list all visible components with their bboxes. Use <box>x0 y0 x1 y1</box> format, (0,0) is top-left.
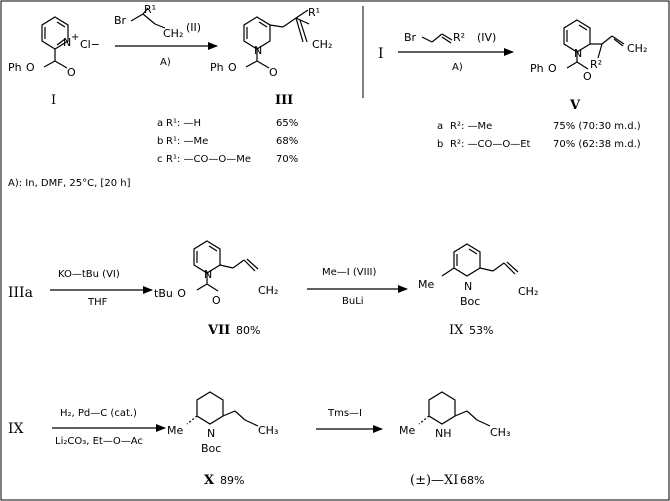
reagent-iv-br: Br <box>404 31 417 44</box>
compound-x-structure <box>186 391 259 427</box>
compound-i-charge: + <box>71 32 79 43</box>
reagent-ii-ch2: CH₂ <box>163 27 183 40</box>
compound-v-r2: R² <box>590 58 602 71</box>
substituent-table-v: a R²: —Me 75% (70:30 m.d.) b R²: —CO—O—E… <box>437 121 641 150</box>
reagent-ii-r1: R¹ <box>144 3 156 16</box>
reagent-iv-structure <box>421 33 453 44</box>
reagent-ii-br: Br <box>114 14 127 27</box>
arrow-i-to-iii-condition: A) <box>160 57 171 68</box>
substituent-table-iii: a R¹: —H 65% b R¹: —Me 68% c R¹: —CO—O—M… <box>157 118 298 165</box>
compound-i-label: I <box>51 93 56 108</box>
compound-ix-label: IX <box>449 323 464 338</box>
compound-i-nitrogen: N <box>63 36 71 49</box>
compound-x-yield: 89% <box>220 474 244 487</box>
compound-x-methyl: Me <box>167 424 183 437</box>
sub-iii-a-group: R¹: —H <box>166 118 201 129</box>
compound-xi-nh: NH <box>435 427 452 440</box>
arrow-iiia-to-vii-above: KO—tBu (VI) <box>58 269 120 280</box>
sub-v-a-key: a <box>437 121 443 132</box>
arrow-ix-to-x-below: Li₂CO₃, Et—O—Ac <box>55 436 143 447</box>
arrow-ix-to-x-above: H₂, Pd—C (cat.) <box>60 408 137 419</box>
compound-iii-label: III <box>275 93 293 108</box>
compound-x-nitrogen: N <box>207 427 215 440</box>
compound-x-label: X <box>204 473 215 488</box>
compound-ix-nitrogen: N <box>464 280 472 293</box>
compound-v-label: V <box>569 98 581 113</box>
compound-i-structure <box>41 16 69 69</box>
row3-start-label: IX <box>8 421 24 437</box>
sub-iii-b-yield: 68% <box>276 136 298 147</box>
reagent-iv-r2: R² <box>453 31 465 44</box>
arrow-vii-to-ix-above: Me—I (VIII) <box>322 267 376 278</box>
compound-i-ester: Ph O <box>8 61 35 74</box>
row2-start-label: IIIa <box>8 285 33 301</box>
compound-v-ch2: CH₂ <box>627 42 647 55</box>
compound-iii-nitrogen: N <box>254 44 262 57</box>
sub-iii-a-key: a <box>157 118 163 129</box>
compound-vii-carbonyl-o: O <box>212 294 221 307</box>
compound-v-structure <box>563 19 625 70</box>
compound-iii-ester: Ph O <box>210 61 237 74</box>
start-b-label: I <box>378 46 384 62</box>
sub-v-a-yield: 75% (70:30 m.d.) <box>553 121 641 132</box>
sub-iii-b-key: b <box>157 136 163 147</box>
compound-v-nitrogen: N <box>574 47 582 60</box>
sub-iii-b-group: R¹: —Me <box>166 136 208 147</box>
compound-vii-nitrogen: N <box>204 268 212 281</box>
compound-ix-ch2: CH₂ <box>518 285 538 298</box>
sub-iii-c-group: R¹: —CO—O—Me <box>166 154 251 165</box>
compound-x-ch3: CH₃ <box>258 424 278 437</box>
sub-iii-c-key: c <box>157 154 163 165</box>
compound-i-chloride: Cl− <box>80 38 100 51</box>
sub-iii-c-yield: 70% <box>276 154 298 165</box>
compound-iii-structure <box>243 9 310 69</box>
compound-v-carbonyl-o: O <box>583 70 592 83</box>
compound-xi-structure <box>418 391 491 427</box>
arrow-iiia-to-vii-below: THF <box>87 297 108 308</box>
compound-v-ester: Ph O <box>530 62 557 75</box>
compound-ix-yield: 53% <box>469 324 493 337</box>
compound-xi-yield: 68% <box>460 474 484 487</box>
compound-vii-yield: 80% <box>236 324 260 337</box>
compound-ix-structure <box>441 243 519 277</box>
compound-xi-methyl: Me <box>399 424 415 437</box>
reagent-ii-numeral: (II) <box>186 21 201 34</box>
arrow-vii-to-ix-below: BuLi <box>342 296 364 307</box>
arrow-x-to-xi-above: Tms—I <box>327 408 362 419</box>
compound-ix-boc: Boc <box>460 295 480 308</box>
reagent-ii-structure <box>130 7 166 29</box>
compound-i-carbonyl-o: O <box>67 66 76 79</box>
arrow-i-to-v-condition: A) <box>452 62 463 73</box>
compound-xi-ch3: CH₃ <box>490 426 510 439</box>
compound-vii-structure <box>193 240 259 292</box>
conditions-footnote: A): In, DMF, 25°C, [20 h] <box>8 178 131 189</box>
sub-v-b-yield: 70% (62:38 m.d.) <box>553 139 641 150</box>
compound-vii-ester: tBu O <box>154 287 186 300</box>
sub-v-b-group: R²: —CO—O—Et <box>450 139 531 150</box>
compound-ix-methyl: Me <box>418 278 434 291</box>
compound-iii-carbonyl-o: O <box>269 66 278 79</box>
sub-v-b-key: b <box>437 139 443 150</box>
sub-v-a-group: R²: —Me <box>450 121 492 132</box>
sub-iii-a-yield: 65% <box>276 118 298 129</box>
compound-iii-ch2: CH₂ <box>312 38 332 51</box>
compound-vii-ch2: CH₂ <box>258 284 278 297</box>
compound-x-boc: Boc <box>201 442 221 455</box>
compound-vii-label: VII <box>207 323 230 338</box>
compound-iii-r1: R¹ <box>308 6 320 19</box>
compound-xi-label: (±)—XI <box>410 473 458 488</box>
reagent-iv-numeral: (IV) <box>477 31 496 44</box>
